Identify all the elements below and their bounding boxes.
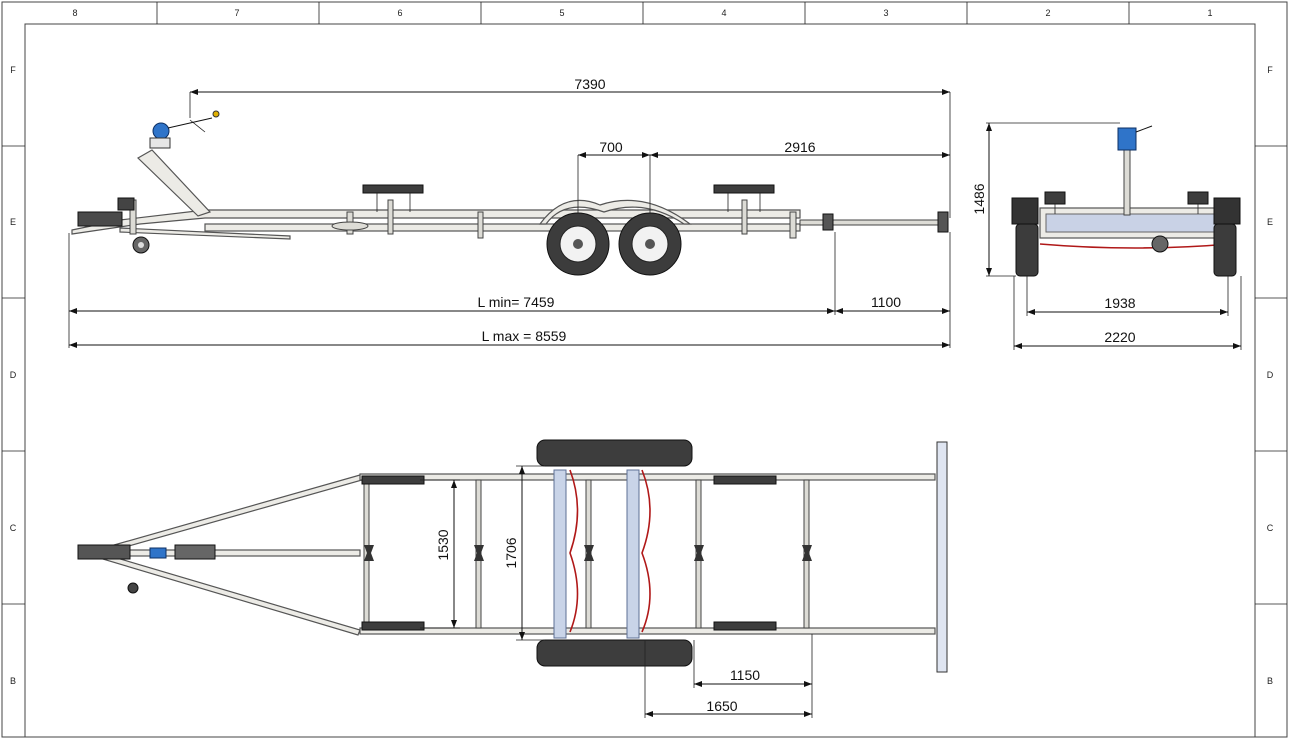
- zone-column-label: 8: [72, 8, 77, 18]
- dim-label: 1706: [503, 537, 519, 568]
- dim-height: 1486: [971, 122, 1120, 277]
- rear-view-frame: [1039, 125, 1231, 253]
- axle-rear: [626, 469, 640, 639]
- dim-roller-spacing: 1706: [503, 465, 545, 641]
- brake-cable: [569, 469, 579, 633]
- dim-extension: 1100: [835, 232, 951, 348]
- side-view-frame: [71, 149, 946, 240]
- dim-label: 1650: [706, 698, 737, 714]
- dim-label: 7390: [574, 76, 605, 92]
- rear-view: 1486 1938 2220: [971, 122, 1242, 350]
- zone-row-label: F: [10, 65, 16, 75]
- zone-row-label: B: [10, 676, 16, 686]
- dim-label: 1486: [971, 183, 987, 214]
- zone-column-label: 1: [1207, 8, 1212, 18]
- rear-wheel-left: [1011, 197, 1039, 277]
- top-wheels-left-side: [536, 439, 693, 667]
- top-coupling: [77, 544, 216, 594]
- side-wheel-rear: [618, 212, 682, 276]
- dim-overall-length: 7390: [189, 76, 951, 218]
- dim-label: 2916: [784, 139, 815, 155]
- fender: [538, 199, 692, 225]
- zone-row-label: B: [1267, 676, 1273, 686]
- rear-wheel-right: [1213, 197, 1241, 277]
- axle-front: [553, 469, 567, 639]
- zone-row-label: E: [1267, 217, 1273, 227]
- dim-track-width: 1938: [1026, 276, 1229, 316]
- zone-column-label: 3: [883, 8, 888, 18]
- dim-label: 1100: [871, 294, 901, 310]
- rear-light: [822, 213, 834, 231]
- dim-label: 2220: [1104, 329, 1135, 345]
- dim-axle-to-rear: 2916: [650, 139, 950, 158]
- zone-column-label: 4: [721, 8, 726, 18]
- keel-rollers: [364, 545, 812, 561]
- dim-label: L min= 7459: [478, 294, 555, 310]
- zone-column-label: 2: [1045, 8, 1050, 18]
- dim-length-min: L min= 7459: [68, 232, 836, 348]
- winch: [149, 110, 220, 149]
- zone-row-label: C: [10, 523, 17, 533]
- zone-row-label: D: [1267, 370, 1274, 380]
- dim-overall-width: 2220: [1013, 276, 1242, 350]
- side-view: 7390 700 2916 L min= 7459: [68, 76, 951, 348]
- side-wheel-front: [546, 212, 610, 276]
- dim-axle-offset-long: 1650: [644, 640, 812, 718]
- side-bunks: [362, 184, 775, 212]
- top-bunks: [361, 475, 777, 631]
- dim-bunk-spacing: 1530: [420, 479, 460, 629]
- dim-label: 1530: [435, 529, 451, 560]
- zone-row-label: F: [1267, 65, 1273, 75]
- dim-label: 1938: [1104, 295, 1135, 311]
- zone-row-label: E: [10, 217, 16, 227]
- zone-column-label: 7: [234, 8, 239, 18]
- rear-light: [937, 211, 949, 233]
- zone-row-label: C: [1267, 523, 1274, 533]
- coupling: [77, 197, 135, 227]
- top-view: 1530 1706 1150 1650: [77, 439, 948, 718]
- dim-axle-offset-short: 1150: [693, 634, 813, 718]
- dim-length-max: L max = 8559: [69, 328, 950, 348]
- dim-label: 700: [599, 139, 623, 155]
- zone-column-label: 5: [559, 8, 564, 18]
- dim-label: 1150: [730, 667, 760, 683]
- brake-cable: [641, 469, 651, 633]
- zone-row-label: D: [10, 370, 17, 380]
- dim-label: L max = 8559: [482, 328, 567, 344]
- dim-axle-spacing: 700: [577, 139, 651, 213]
- zone-column-label: 6: [397, 8, 402, 18]
